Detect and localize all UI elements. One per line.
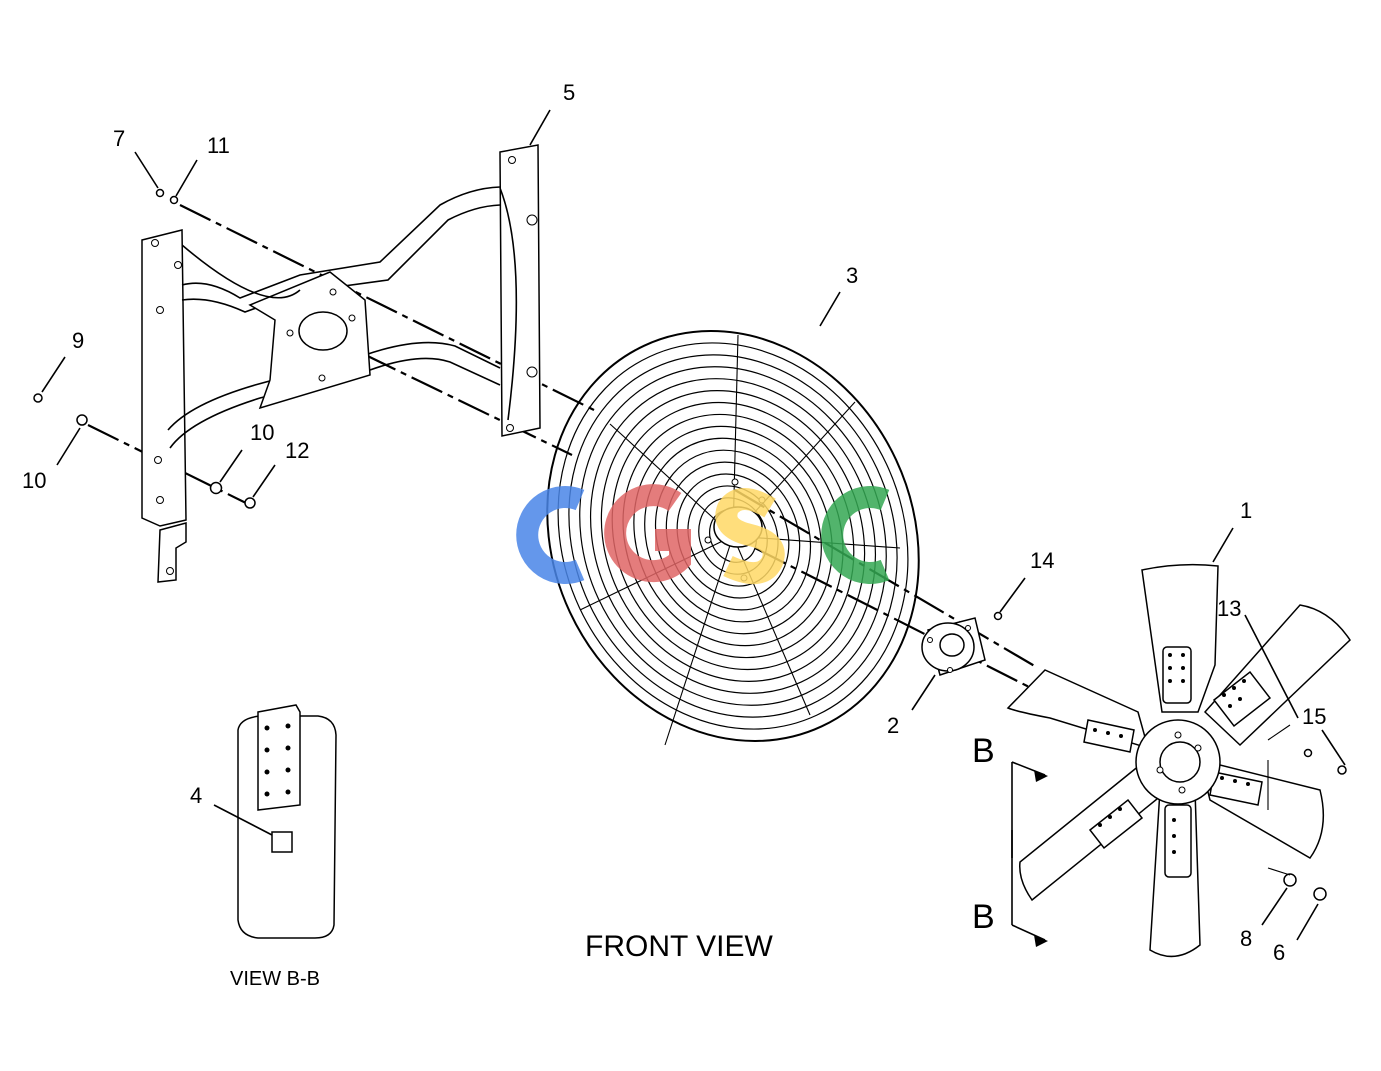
callout-13: 13 <box>1217 596 1241 621</box>
callout-10-right: 10 <box>250 420 274 445</box>
callout-11: 11 <box>207 133 230 158</box>
front-view-title: FRONT VIEW <box>585 930 773 963</box>
section-letter-bottom: B <box>972 898 995 936</box>
callout-12: 12 <box>285 438 309 463</box>
hardware <box>33 188 1347 901</box>
section-letter-top: B <box>972 732 995 770</box>
callout-15: 15 <box>1302 704 1326 729</box>
callout-7: 7 <box>113 126 125 151</box>
callout-1: 1 <box>1240 498 1252 523</box>
section-marker-b <box>1011 761 1048 947</box>
callout-4: 4 <box>190 783 202 808</box>
fan-blades <box>1006 563 1351 958</box>
callout-8: 8 <box>1240 926 1252 951</box>
watermark-logo <box>516 484 890 584</box>
fan-guard-bracket <box>141 144 541 583</box>
callout-6: 6 <box>1273 940 1285 965</box>
section-view-b-b <box>237 704 337 939</box>
callout-9: 9 <box>72 328 84 353</box>
callouts: 1 2 3 4 5 6 7 8 9 10 10 11 12 13 14 15 <box>22 80 1326 965</box>
center-lines <box>87 204 1039 691</box>
fan-spacer <box>921 617 986 676</box>
view-b-b-title: VIEW B-B <box>230 968 320 990</box>
callout-10-left: 10 <box>22 468 46 493</box>
callout-3: 3 <box>846 263 858 288</box>
callout-2: 2 <box>887 713 899 738</box>
callout-5: 5 <box>563 80 575 105</box>
callout-14: 14 <box>1030 548 1054 573</box>
leader-lines <box>41 109 1346 941</box>
